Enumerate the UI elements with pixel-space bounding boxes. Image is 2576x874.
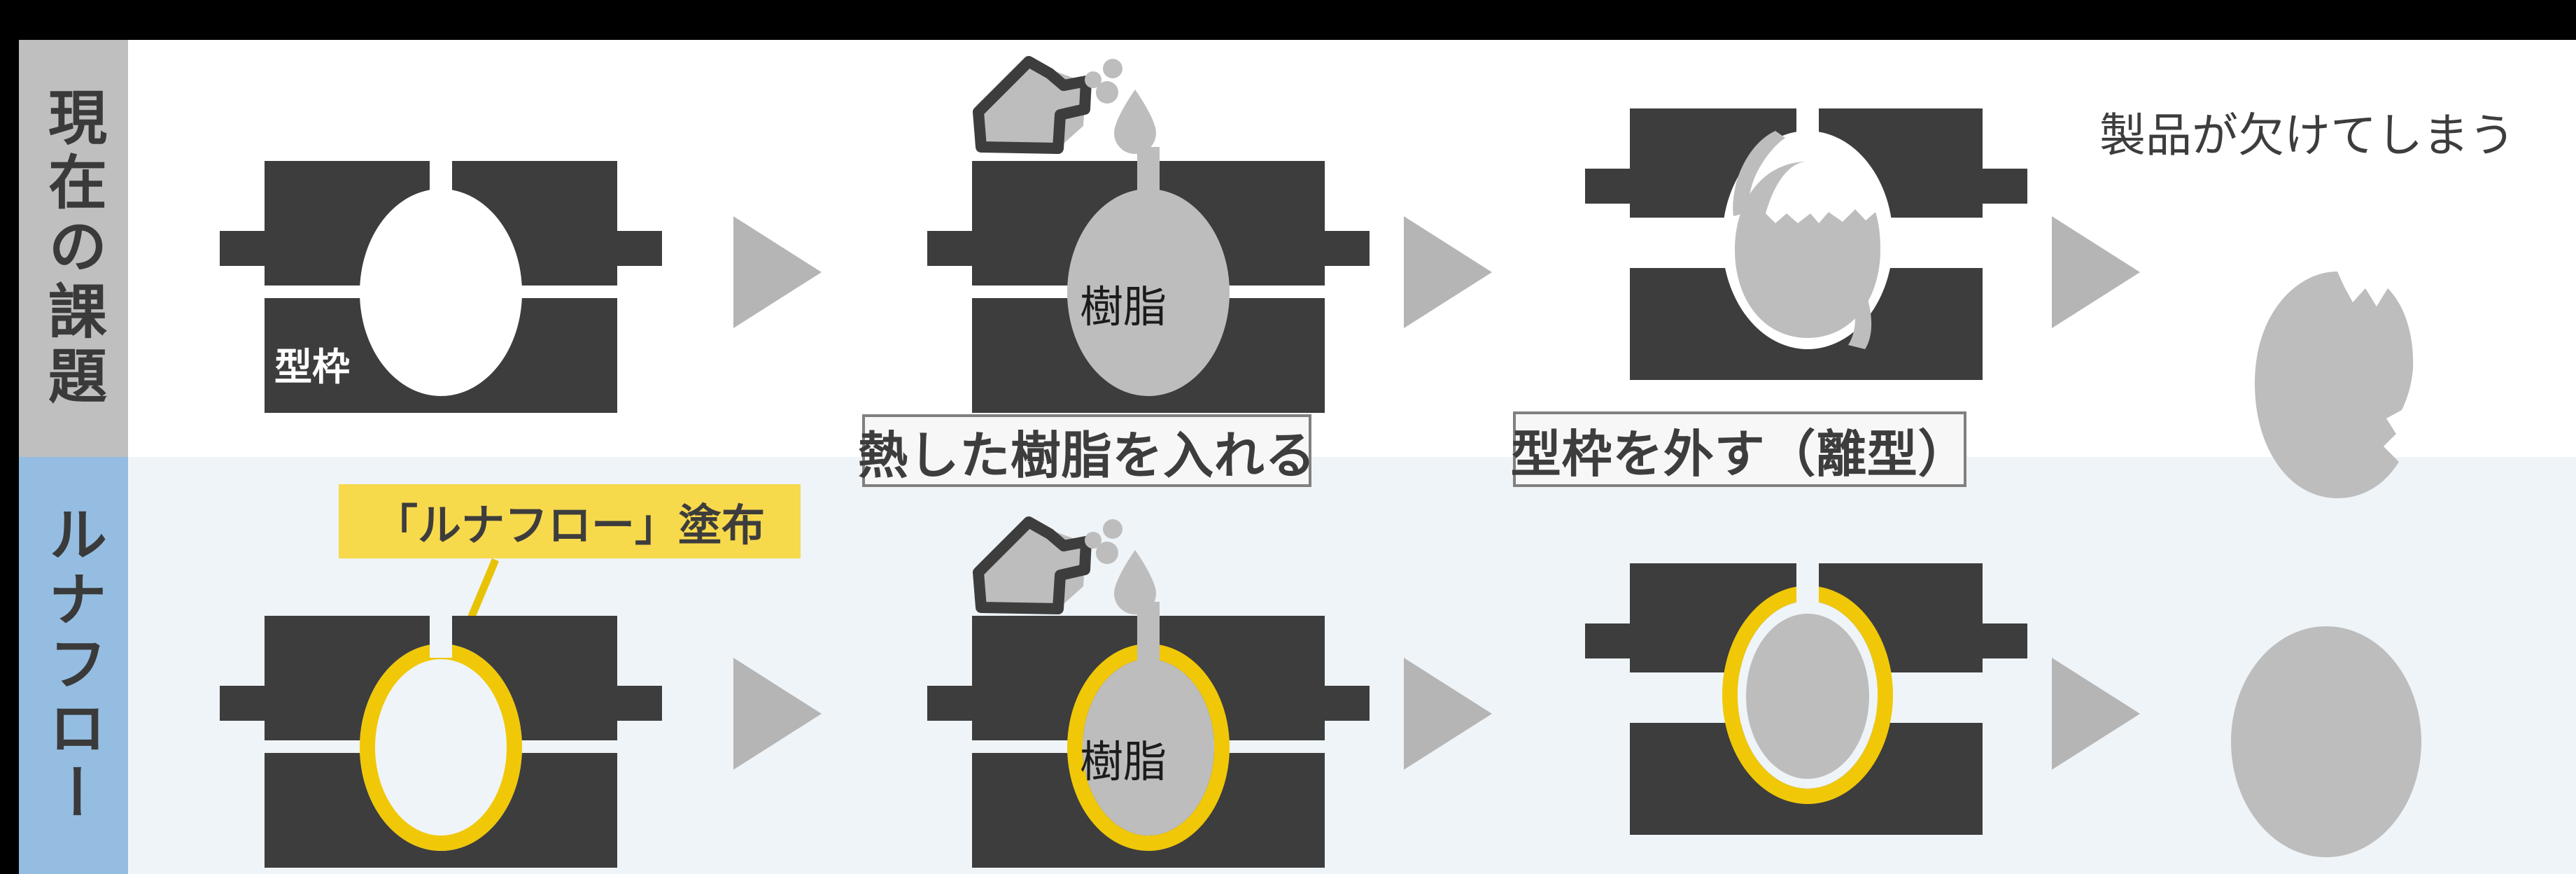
mold-assembly-step1: 型枠 — [220, 160, 662, 413]
resin-residue-lower-right — [1836, 261, 1872, 349]
callout-lunaflow-application: 「ルナフロー」塗布 — [339, 484, 801, 558]
mold-tab-left — [1585, 169, 1634, 204]
resin-filled-cavity — [1083, 659, 1214, 836]
mold-tab-left — [927, 231, 976, 266]
mold-tab-right — [1321, 231, 1370, 266]
mold-sprue-channel-overlay — [430, 614, 452, 658]
step-arrow-icon-bottom-1 — [733, 658, 822, 770]
caption-demold: 型枠を外す（離型） — [1511, 411, 1969, 487]
pouring-jug-icon-top — [973, 42, 1225, 168]
mold-assembly-coated-step3 — [1585, 558, 2027, 835]
step-arrow-icon-top-1 — [733, 216, 822, 328]
mold-tab-right — [613, 686, 662, 721]
mold-tab-left — [1585, 623, 1634, 658]
mold-tab-left — [927, 686, 976, 721]
mold-tab-right — [1321, 686, 1370, 721]
lunaflow-coating-ring — [360, 644, 522, 851]
resin-label-bottom: 樹脂 — [1080, 738, 1167, 787]
resin-chipped-body — [1735, 162, 1880, 338]
resin-filled-cavity — [1067, 189, 1230, 396]
resin-sprue-fill — [1137, 602, 1160, 686]
caption-pour-resin: 熱した樹脂を入れる — [858, 414, 1316, 487]
mold-sprue-channel — [430, 160, 452, 230]
product-perfect-shape — [2231, 626, 2421, 857]
mold-sprue-channel — [1796, 103, 1819, 159]
resin-label-top: 樹脂 — [1080, 283, 1167, 332]
step-arrow-icon-top-3 — [2052, 216, 2140, 328]
step-arrow-icon-top-2 — [1404, 216, 1492, 328]
product-chipped-shape — [2255, 272, 2414, 498]
mold-assembly-step2: 樹脂 — [927, 147, 1370, 413]
sidebar-label-lunaflow: ルナフロー — [19, 457, 128, 874]
mold-assembly-coated-step1 — [220, 614, 662, 868]
pouring-jug-icon-bottom — [973, 502, 1225, 628]
resin-released-body — [1746, 614, 1869, 779]
mold-tab-right — [613, 231, 662, 266]
mold-assembly-coated-step2: 樹脂 — [927, 602, 1370, 868]
mold-tab-left — [220, 686, 269, 721]
mold-sprue-channel — [1796, 558, 1819, 614]
step-arrow-icon-bottom-3 — [2052, 658, 2140, 770]
resin-residue-upper-left — [1733, 131, 1785, 216]
mold-label-katawaku: 型枠 — [274, 346, 350, 388]
defect-note-text: 製品が欠けてしまう — [2099, 109, 2515, 161]
mold-tab-right — [1978, 169, 2027, 204]
mold-assembly-step3 — [1585, 103, 2027, 380]
sidebar-label-current-issue: 現在の課題 — [19, 40, 128, 457]
step-arrow-icon-bottom-2 — [1404, 658, 1492, 770]
mold-tab-left — [220, 231, 269, 266]
mold-tab-right — [1978, 623, 2027, 658]
